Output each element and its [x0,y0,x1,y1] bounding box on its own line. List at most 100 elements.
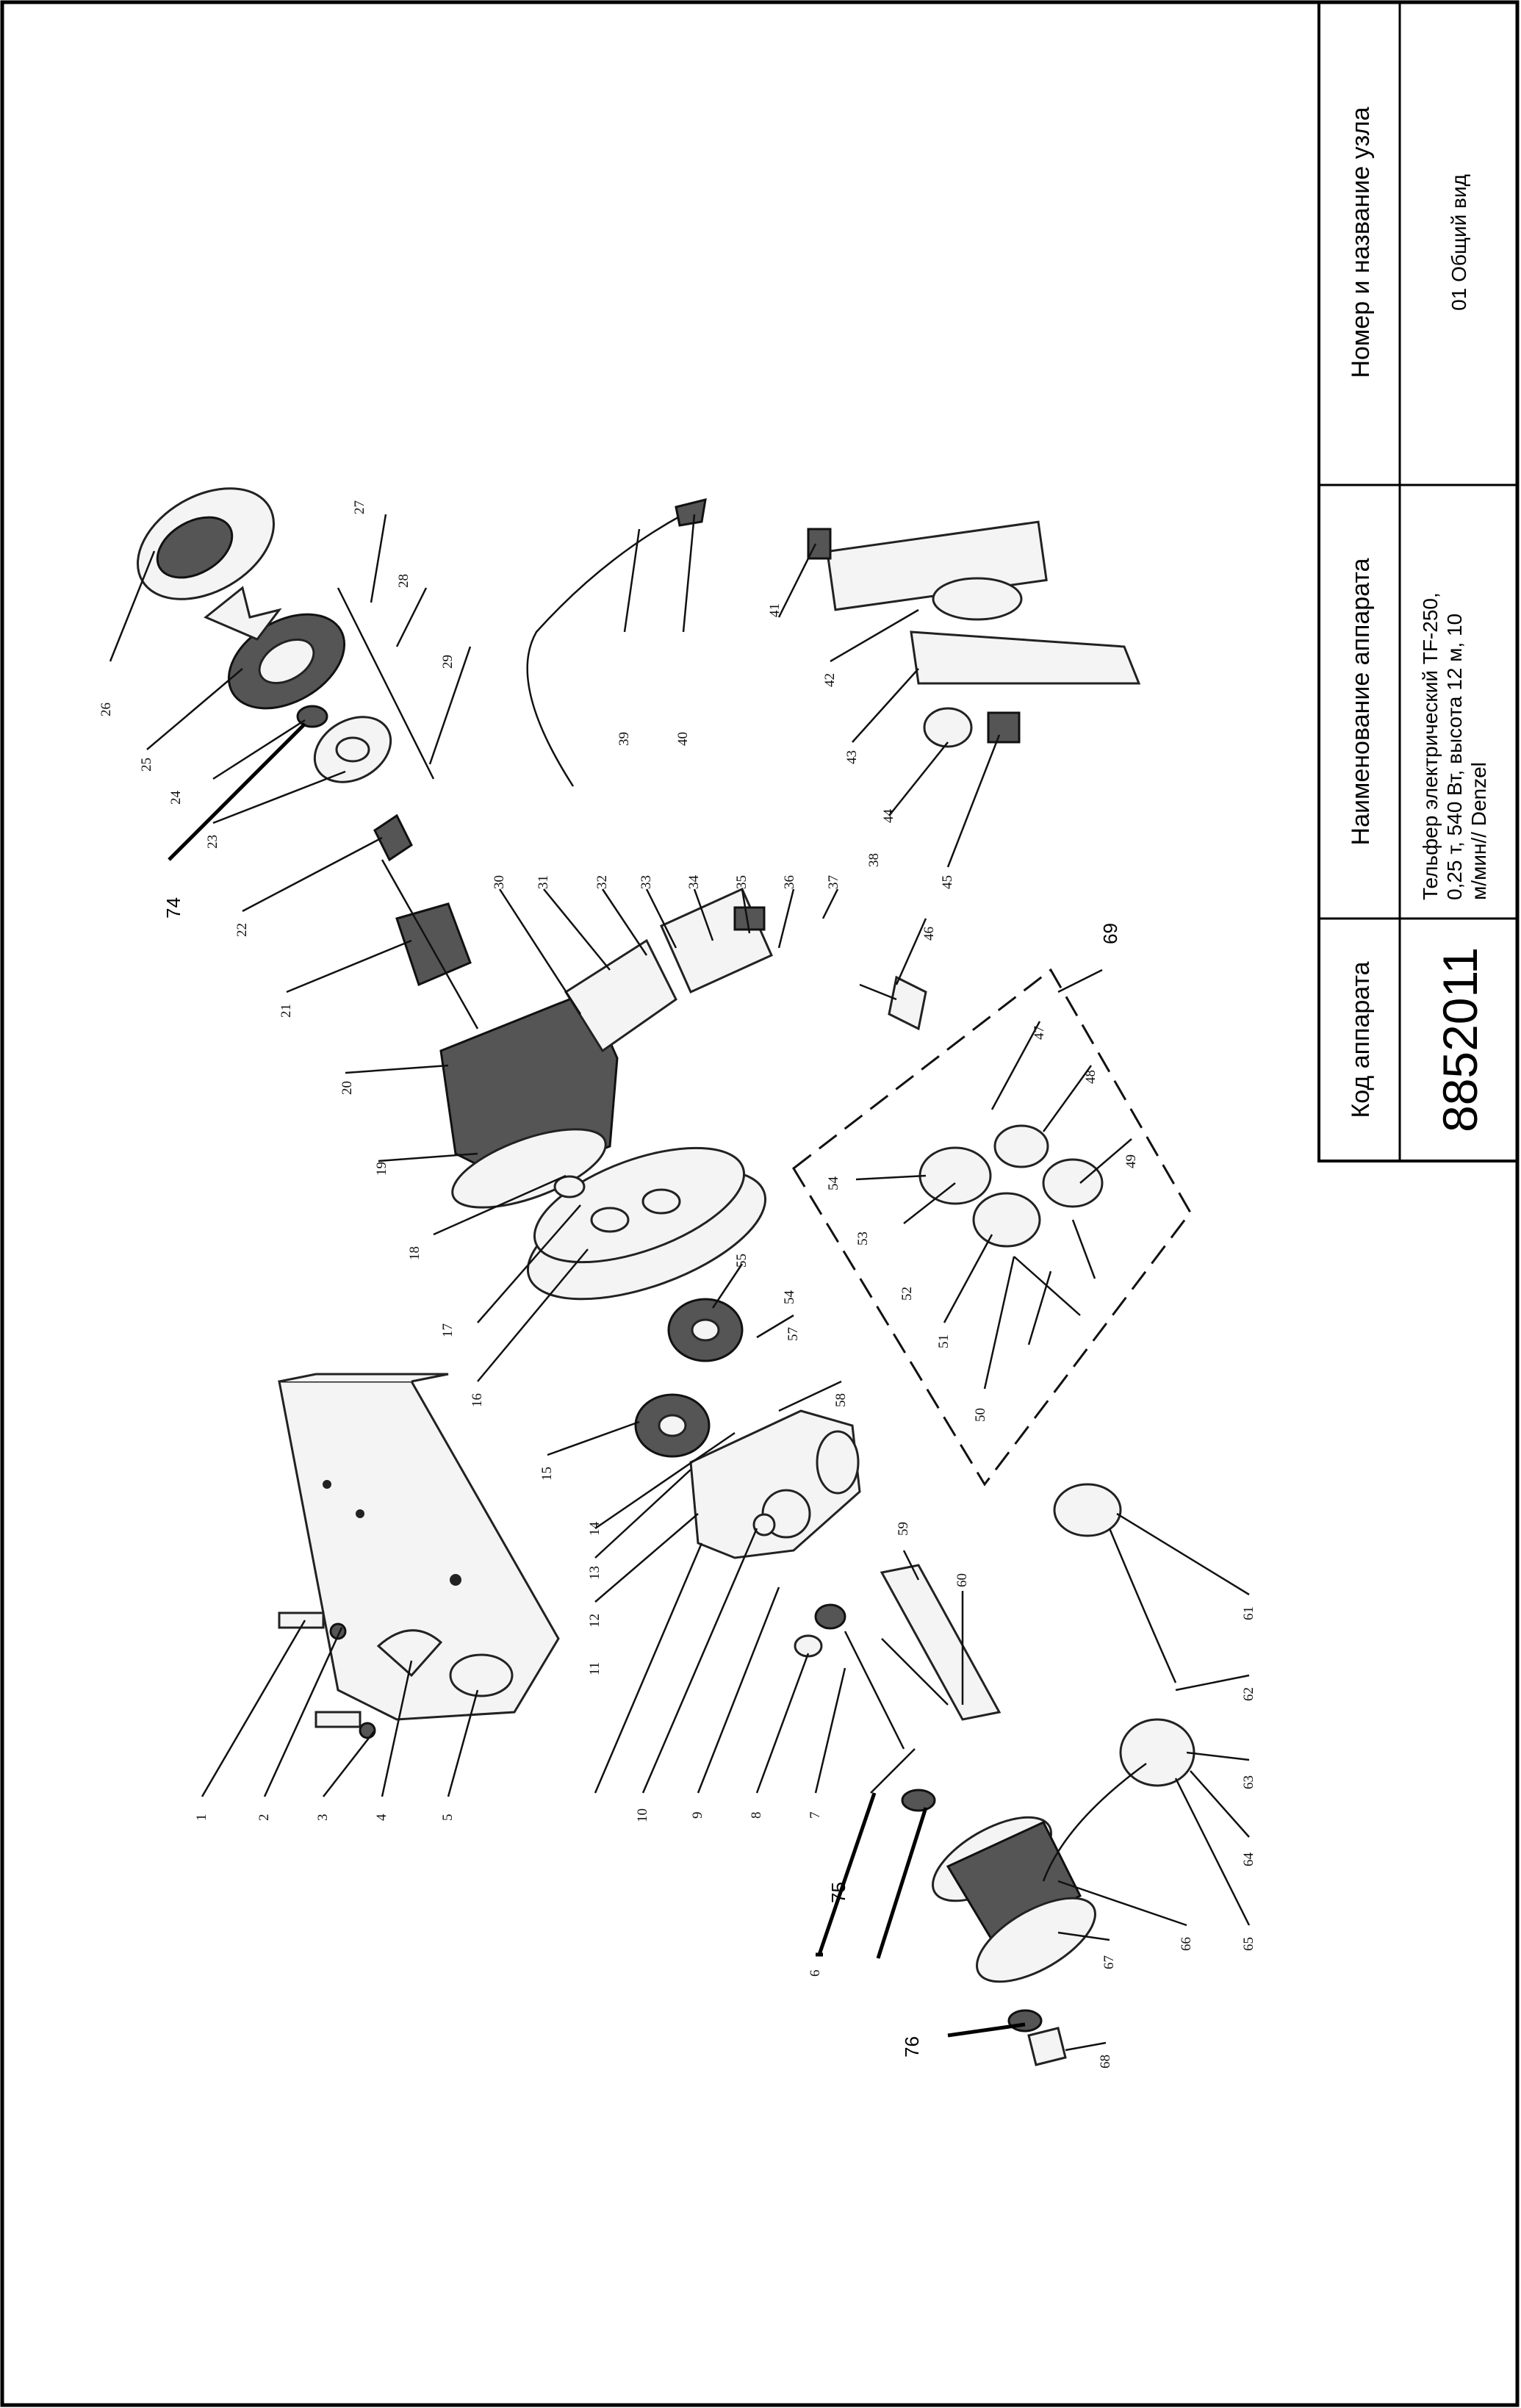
spring-60 [880,1564,1002,1721]
label-39: 39 [616,732,632,746]
label-57: 57 [785,1327,801,1341]
label-27: 27 [352,500,367,514]
label-20: 20 [339,1081,355,1095]
label-38: 38 [866,853,882,867]
label-65: 65 [1241,1937,1256,1951]
code-value: 8852011 [1433,947,1487,1132]
title-block: Код аппарата 8852011 Наименование аппара… [1317,1,1519,1162]
leader-lines [109,514,1251,2052]
control-pendant [807,520,1141,748]
label-10: 10 [635,1808,650,1822]
label-21: 21 [278,1004,294,1018]
label-18: 18 [407,1246,422,1260]
label-16: 16 [470,1393,485,1407]
label-32: 32 [594,875,610,889]
group-69-outline [792,968,1192,1487]
label-17: 17 [440,1323,456,1337]
label-53: 53 [855,1232,871,1246]
label-12: 12 [587,1614,603,1628]
label-19: 19 [374,1162,389,1176]
label-41: 41 [767,603,783,617]
motor-stator [439,991,619,1209]
label-42: 42 [822,673,838,687]
cover-17 [533,1146,746,1264]
mounting-bracket [278,1373,560,1721]
label-7: 7 [808,1812,823,1819]
label-43: 43 [844,750,860,764]
label-22: 22 [234,923,250,937]
node-value: 01 Общий вид [1448,174,1470,311]
label-67: 67 [1101,1955,1117,1969]
label-49: 49 [1123,1154,1139,1168]
label-36: 36 [782,875,797,889]
label-60: 60 [954,1573,970,1587]
label-5: 5 [440,1814,456,1822]
terminal-box [564,938,677,1053]
label-11: 11 [587,1662,603,1675]
label-33: 33 [639,875,654,889]
label-58: 58 [833,1393,849,1407]
rotor [395,902,472,987]
label-35: 35 [734,875,749,889]
washer-24 [296,705,328,728]
hook-block-61 [1053,1483,1122,1537]
label-23: 23 [205,835,220,849]
label-34: 34 [686,875,702,890]
label-54-gear: 54 [782,1290,797,1305]
label-74: 74 [162,897,184,919]
label-64: 64 [1241,1852,1256,1867]
label-29: 29 [440,655,456,669]
label-1: 1 [194,1814,209,1822]
power-cable [526,513,684,787]
exploded-view [137,487,1195,2066]
label-9: 9 [690,1812,705,1819]
label-2: 2 [256,1814,272,1822]
label-69: 69 [1099,923,1121,944]
name-line-3: м/мин// Denzel [1467,762,1490,900]
name-line-2: 0,25 т, 540 Вт, высота 12 м, 10 [1443,614,1466,900]
label-24: 24 [168,791,184,805]
label-4: 4 [374,1814,389,1821]
label-28: 28 [396,574,411,588]
label-25: 25 [139,758,154,772]
bolts [278,1611,443,1739]
part-number-labels: 1 2 3 4 5 6 7 8 9 10 11 12 13 14 15 16 1… [98,500,1256,2069]
label-37: 37 [826,875,841,889]
label-68: 68 [1098,2055,1113,2069]
label-48: 48 [1083,1070,1098,1084]
label-61: 61 [1241,1606,1256,1620]
label-59: 59 [896,1522,911,1536]
label-76: 76 [901,2036,923,2057]
label-40: 40 [675,732,691,746]
label-46: 46 [921,927,937,941]
code-header: Код аппарата [1347,961,1375,1118]
name-line-1: Тельфер электрический TF-250, [1419,592,1442,900]
label-51: 51 [936,1334,952,1348]
label-30: 30 [492,875,507,889]
label-3: 3 [315,1814,331,1822]
shaft-27 [337,587,435,780]
label-50: 50 [973,1408,988,1422]
label-14: 14 [587,1522,603,1537]
label-8: 8 [749,1812,764,1819]
cable-drum [932,1816,1096,1983]
label-45: 45 [940,875,955,889]
label-63: 63 [1241,1775,1256,1789]
label-44: 44 [881,809,896,824]
label-26: 26 [98,702,114,716]
label-55: 55 [734,1254,749,1268]
label-6: 6 [808,1970,823,1977]
label-13: 13 [587,1566,603,1580]
label-15: 15 [539,1467,555,1481]
label-62: 62 [1241,1687,1256,1701]
switch-46 [888,975,927,1031]
label-75: 75 [827,1882,849,1903]
name-header: Наименование аппарата [1347,558,1375,845]
brake-assembly [918,1124,1104,1316]
label-66: 66 [1179,1937,1194,1951]
node-header: Номер и название узла [1347,107,1375,378]
gearbox-housing [689,1409,861,1559]
label-31: 31 [536,875,551,889]
